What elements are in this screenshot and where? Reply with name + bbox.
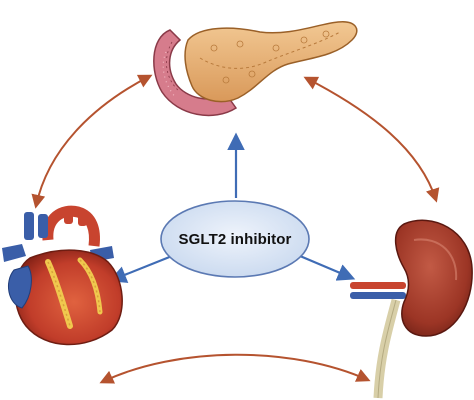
arrow-heart-kidney (99, 353, 371, 384)
arrow-to-kidney (299, 254, 356, 281)
sglt2-inhibitor-node: SGLT2 inhibitor (160, 200, 310, 278)
heart-icon (2, 205, 123, 346)
pancreas-icon (153, 21, 358, 117)
sglt2-inhibitor-label: SGLT2 inhibitor (178, 230, 292, 248)
kidney-icon (350, 219, 473, 399)
inner-arrows (108, 132, 356, 283)
arrow-pancreas-kidney (303, 76, 440, 203)
center-ellipse (160, 200, 310, 278)
outer-arrows (31, 74, 440, 384)
arrow-to-heart (108, 254, 173, 283)
arrow-heart-pancreas (31, 74, 153, 209)
